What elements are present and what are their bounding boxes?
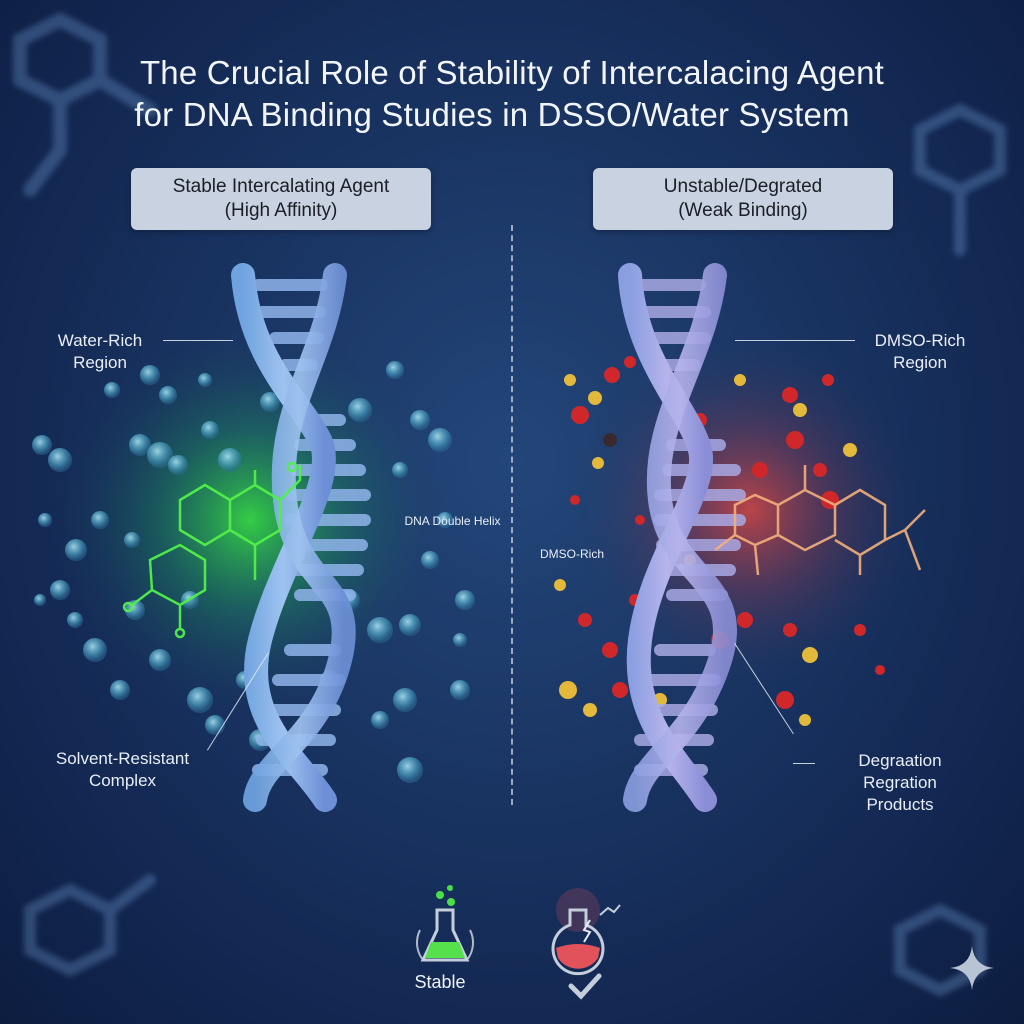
leader-degradation-tail: [793, 763, 815, 764]
background-molecule-icon: [24, 874, 156, 977]
water-rich-region-label: Water-Rich Region: [40, 330, 160, 374]
dmso-rich-region-label: DMSO-Rich Region: [860, 330, 980, 374]
degraded-intercalator-structure: [714, 465, 926, 576]
degradation-line-3: Products: [866, 795, 934, 814]
solvent-resistant-complex-label: Solvent-Resistant Complex: [35, 748, 210, 792]
checkmark-icon: [568, 973, 602, 1000]
dna-helix-right: [618, 263, 746, 812]
stable-flask-icon: [416, 885, 474, 962]
dna-double-helix-label: DNA Double Helix: [404, 514, 501, 528]
sparkle-icon[interactable]: [948, 944, 996, 992]
stable-heading-line-1: Stable Intercalating Agent: [172, 176, 390, 197]
broken-flask-icon: [551, 888, 621, 976]
title-line-2: for DNA Binding Studies in DSSO/Water Sy…: [134, 96, 850, 133]
dmso-rich-label: DMSO-Rich: [539, 547, 604, 561]
stable-intercalator-structure: [122, 461, 302, 639]
background-molecule-icon: [914, 103, 1006, 256]
solvent-resistant-line-1: Solvent-Resistant: [55, 749, 190, 768]
stable-agent-heading: Stable Intercalating Agent (High Affinit…: [131, 168, 431, 230]
degradation-line-1: Degraation: [858, 751, 942, 770]
stable-heading-line-2: (High Affinity): [224, 200, 338, 221]
unstable-heading-line-1: Unstable/Degrated: [663, 176, 823, 197]
unstable-heading-line-2: (Weak Binding): [678, 200, 808, 221]
water-rich-line-2: Region: [73, 353, 127, 372]
page-title: The Crucial Role of Stability of Interca…: [0, 52, 1024, 136]
water-rich-line-1: Water-Rich: [57, 331, 143, 350]
leader-dmso-rich-region: [735, 340, 855, 341]
degradation-products-label: Degraation Regration Products: [840, 750, 960, 816]
dmso-rich-region-line-2: Region: [893, 353, 947, 372]
panel-divider: [511, 225, 513, 805]
degradation-line-2: Regration: [863, 773, 937, 792]
title-line-1: The Crucial Role of Stability of Interca…: [139, 54, 885, 91]
dmso-rich-region-line-1: DMSO-Rich: [874, 331, 966, 350]
stable-label: Stable: [414, 972, 466, 992]
solvent-resistant-line-2: Complex: [88, 771, 157, 790]
background-molecule-icon: [13, 12, 157, 197]
unstable-agent-heading: Unstable/Degrated (Weak Binding): [593, 168, 893, 230]
dna-helix-left: [231, 263, 371, 812]
leader-water-rich: [163, 340, 233, 341]
